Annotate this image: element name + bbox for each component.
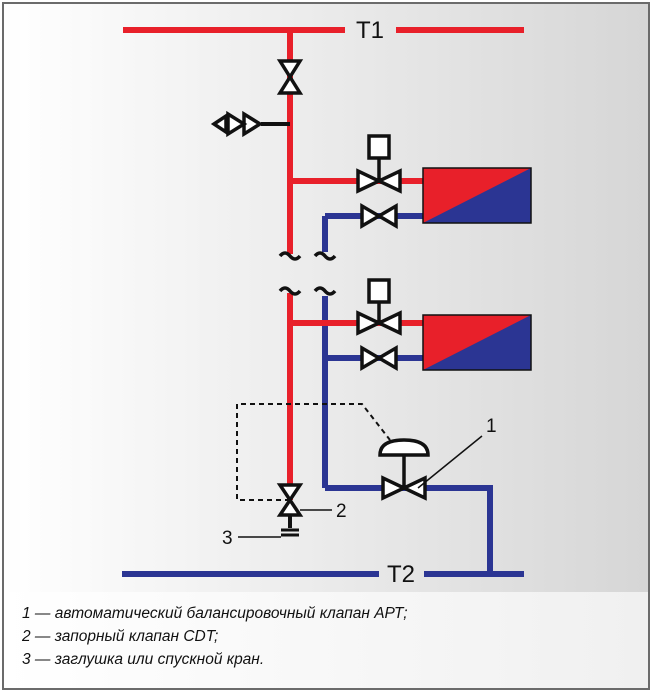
legend-background xyxy=(4,592,648,688)
riser-shutoff-valve-icon xyxy=(276,59,304,95)
callout-3: 3 xyxy=(222,528,233,549)
legend-item-3: 3 — заглушка или спускной кран. xyxy=(22,651,264,668)
apt-balancing-valve-icon xyxy=(378,438,430,501)
t1-label: T1 xyxy=(356,17,384,44)
callout-leaders xyxy=(238,435,483,538)
legend-item-2: 2 — запорный клапан CDT; xyxy=(21,628,218,645)
drain-valve-icon xyxy=(210,110,264,138)
pipe-break-symbols xyxy=(278,251,337,296)
impulse-tube xyxy=(236,403,391,501)
plug-drain-icon xyxy=(281,528,299,537)
legend-item-1: 1 — автоматический балансировочный клапа… xyxy=(22,605,408,622)
upper-heat-consumer xyxy=(422,167,532,224)
cdt-shutoff-valve-icon xyxy=(276,483,304,517)
callout-2: 2 xyxy=(336,501,347,522)
t2-label: T2 xyxy=(387,561,415,588)
callout-1: 1 xyxy=(486,416,497,437)
upper-return-valve-icon xyxy=(360,202,398,230)
lower-return-valve-icon xyxy=(360,344,398,372)
lower-heat-consumer xyxy=(422,314,532,371)
lower-control-valve-icon xyxy=(356,278,402,336)
upper-control-valve-icon xyxy=(356,134,402,194)
